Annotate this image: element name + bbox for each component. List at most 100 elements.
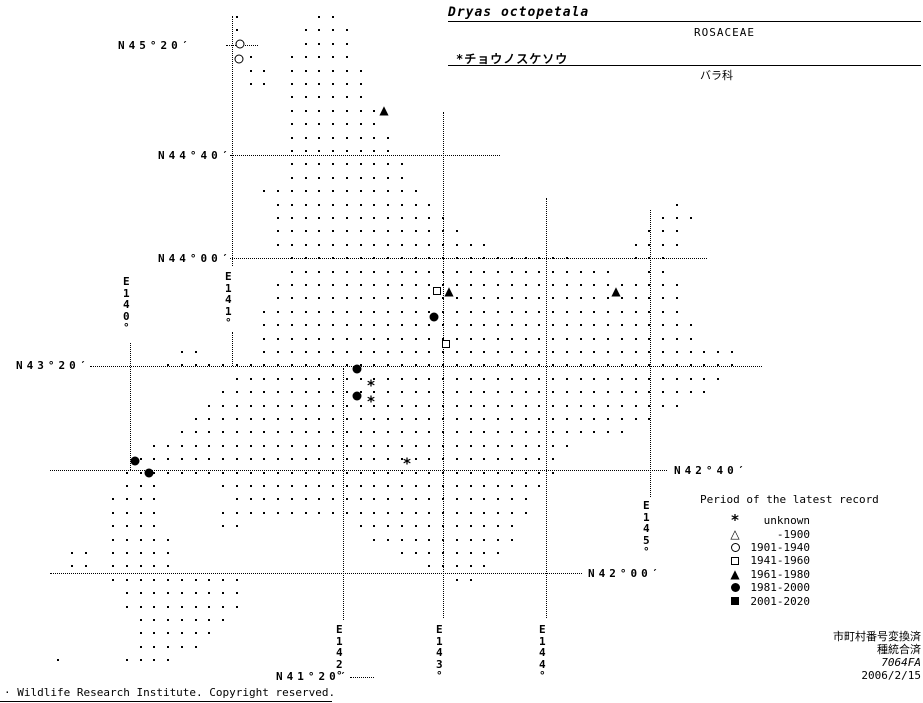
grid-dot xyxy=(510,377,513,380)
grid-dot xyxy=(400,485,403,487)
grid-dot xyxy=(235,471,238,474)
grid-dot xyxy=(345,511,348,514)
grid-dot xyxy=(290,444,293,447)
grid-dot xyxy=(359,163,362,166)
grid-dot xyxy=(455,391,458,394)
grid-dot xyxy=(387,176,389,179)
grid-dot xyxy=(208,364,211,367)
record-circle-open-symbol xyxy=(235,39,245,49)
grid-dot xyxy=(290,324,293,327)
grid-dot xyxy=(648,418,651,420)
latitude-label: N45°20′ xyxy=(118,39,193,52)
grid-dot xyxy=(304,123,307,126)
grid-dot xyxy=(675,404,678,407)
grid-dot xyxy=(373,391,376,394)
grid-dot xyxy=(263,190,266,193)
grid-dot xyxy=(290,123,293,126)
grid-dot xyxy=(717,377,719,380)
grid-dot xyxy=(593,284,596,286)
grid-dot xyxy=(125,538,128,541)
grid-dot xyxy=(414,538,417,541)
grid-dot xyxy=(290,404,293,407)
grid-dot xyxy=(318,364,321,367)
grid-dot xyxy=(263,444,266,447)
grid-dot xyxy=(373,150,376,152)
grid-dot xyxy=(483,418,486,420)
grid-dot xyxy=(194,619,197,621)
grid-dot xyxy=(304,324,307,327)
grid-dot xyxy=(332,391,334,394)
grid-dot xyxy=(400,203,403,206)
grid-dot xyxy=(414,284,417,286)
grid-dot xyxy=(607,404,609,407)
grid-dot xyxy=(345,243,348,246)
record-circle-filled-symbol xyxy=(429,312,439,322)
grid-dot xyxy=(414,324,417,327)
grid-dot xyxy=(290,364,293,367)
grid-dot xyxy=(373,203,376,206)
grid-dot xyxy=(662,284,664,286)
grid-dot xyxy=(359,351,362,353)
grid-dot xyxy=(304,109,307,112)
grid-dot xyxy=(400,163,403,166)
grid-dot xyxy=(167,565,169,568)
grid-dot xyxy=(373,538,376,541)
grid-dot xyxy=(222,391,224,394)
grid-dot xyxy=(318,284,321,286)
grid-dot xyxy=(455,552,458,554)
grid-dot xyxy=(277,444,279,447)
grid-dot xyxy=(194,458,197,461)
grid-dot xyxy=(634,324,637,327)
grid-dot xyxy=(359,431,362,434)
grid-dot xyxy=(400,176,403,179)
grid-dot xyxy=(277,418,279,420)
grid-dot xyxy=(552,444,554,447)
grid-dot xyxy=(607,351,609,353)
grid-dot xyxy=(139,538,142,541)
grid-dot xyxy=(290,243,293,246)
grid-dot xyxy=(607,310,609,313)
grid-dot xyxy=(222,418,224,420)
grid-dot xyxy=(318,418,321,420)
grid-dot xyxy=(222,404,224,407)
grid-dot xyxy=(648,230,651,233)
grid-dot xyxy=(318,16,321,18)
grid-dot xyxy=(359,96,362,99)
grid-dot xyxy=(345,498,348,501)
grid-dot xyxy=(373,310,376,313)
grid-dot xyxy=(318,351,321,353)
grid-dot xyxy=(579,310,582,313)
grid-dot xyxy=(167,458,169,461)
grid-dot xyxy=(497,310,499,313)
grid-dot xyxy=(263,498,266,501)
grid-dot xyxy=(510,458,513,461)
grid-dot xyxy=(414,458,417,461)
grid-dot xyxy=(277,485,279,487)
grid-dot xyxy=(332,284,334,286)
grid-dot xyxy=(579,351,582,353)
grid-dot xyxy=(153,578,156,581)
grid-dot xyxy=(359,109,362,112)
grid-dot xyxy=(263,471,266,474)
grid-dot xyxy=(455,471,458,474)
grid-dot xyxy=(373,498,376,501)
grid-dot xyxy=(332,163,334,166)
grid-dot xyxy=(345,310,348,313)
grid-dot xyxy=(153,458,156,461)
record-asterisk: * xyxy=(366,394,375,410)
grid-dot xyxy=(662,230,664,233)
grid-dot xyxy=(579,364,582,367)
grid-dot xyxy=(510,297,513,300)
grid-dot xyxy=(455,337,458,340)
grid-dot xyxy=(469,284,472,286)
grid-dot xyxy=(497,324,499,327)
grid-dot xyxy=(277,310,279,313)
grid-dot xyxy=(469,337,472,340)
grid-dot xyxy=(304,364,307,367)
grid-dot xyxy=(290,485,293,487)
grid-dot xyxy=(579,324,582,327)
longitude-line xyxy=(443,112,444,618)
grid-dot xyxy=(359,136,362,139)
grid-dot xyxy=(125,471,128,474)
